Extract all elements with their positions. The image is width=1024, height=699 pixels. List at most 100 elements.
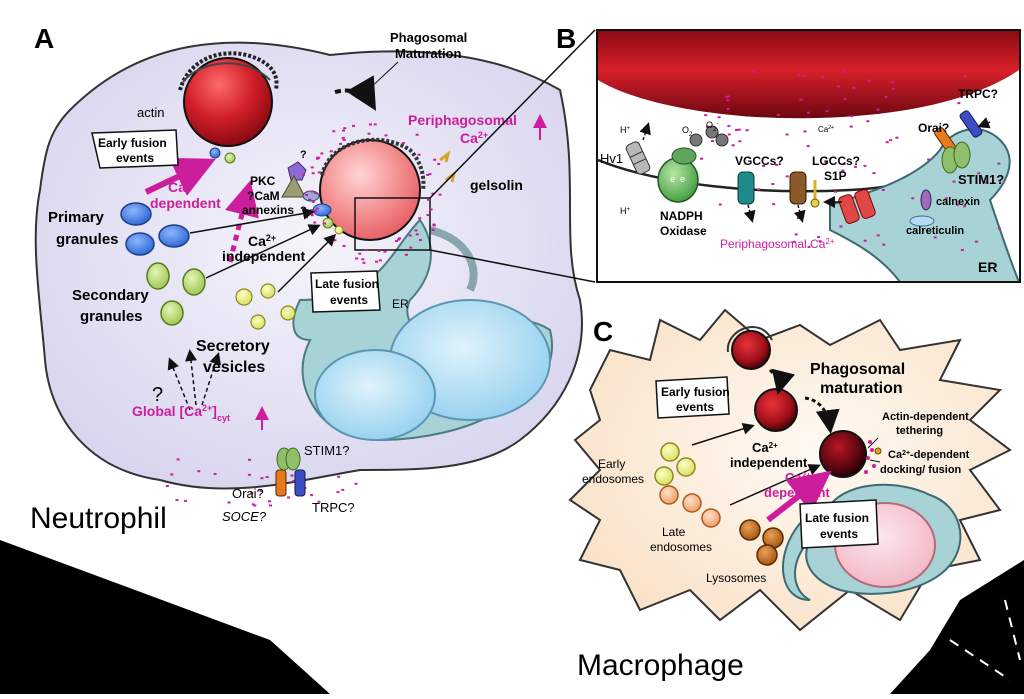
calcium-dot [339,142,343,145]
label-orai-b: Orai? [918,121,949,135]
calcium-dot [401,141,405,144]
calcium-dot [785,133,789,136]
calcium-dot [836,85,840,88]
calcium-dot [727,124,731,127]
calcium-dot [872,172,876,175]
calcium-dot [963,75,967,78]
calcium-dot [176,458,180,461]
label-calnexin: calnexin [936,196,980,208]
calcium-dot [738,140,742,143]
calcium-dot [977,172,981,175]
calcium-dot [824,161,828,164]
calcium-dot [342,244,346,247]
calcium-dot [952,180,956,183]
calcium-dot [213,472,217,475]
calcium-dot [725,95,729,98]
arrow-phago-maturation [334,75,377,111]
calcium-dot [841,169,845,172]
phagosome-late [319,139,421,241]
label-pkc: PKC [250,174,276,188]
label-nadph-2: Oxidase [660,224,707,238]
late-fusion-box [310,270,381,313]
calcium-dot [314,209,318,212]
calcium-dot [378,259,382,262]
calcium-dot [757,188,761,191]
label-periphagosomal-b: Periphagosomal Ca2+ [720,237,835,252]
label-docking-2: docking/ fusion [880,464,962,476]
calcium-dot [341,488,345,491]
calcium-dot [718,203,722,206]
label-phago-maturation-1: Phagosomal [390,30,467,45]
calcium-dot [731,144,735,147]
phagosome-early [183,57,273,147]
calcium-dot [776,113,780,116]
calcium-dot [817,236,821,239]
calcium-dot [956,203,960,206]
calcium-dot [437,162,441,165]
label-nadph-1: NADPH [660,209,703,223]
calcium-dot [165,485,169,488]
calcium-dot [927,158,931,161]
calcium-dot [785,175,789,178]
calcium-dot [998,179,1002,182]
calcium-dot [892,87,896,90]
calcium-dot [825,110,829,113]
calcium-dot [408,234,412,237]
arrows-global-ca [167,349,221,411]
calcium-dot [985,181,989,184]
black-backdrop-stripes [949,599,1021,681]
label-early-fusion-c-2: events [676,400,714,414]
phagosome-c-late [819,430,867,478]
calcium-dot [431,192,435,195]
arrow-b-orai [977,117,991,129]
phagosome-lumen-b [598,31,1019,119]
label-secretory-1: Secretory [196,338,270,355]
calcium-dot [265,476,269,479]
arrow-b-hv1 [639,122,651,141]
calcium-dot [818,240,822,243]
calcium-dot [367,132,371,135]
calcium-dot [418,217,422,220]
calcium-dot [383,250,387,253]
calcium-dot [414,229,418,232]
label-phago-maturation-c-1: Phagosomal [810,361,905,378]
calnexin-icon [920,189,932,211]
calcium-dot [867,79,871,82]
label-hplus-1: H+ [620,125,631,135]
calcium-dot [842,70,846,73]
calcium-dot [426,214,430,217]
label-late-fusion-2: events [330,293,368,307]
calcium-dot [290,474,294,477]
lysosomes [739,519,784,566]
calcium-dot [843,98,847,101]
label-macrophage: Macrophage [577,649,744,682]
calcium-dot [895,136,899,139]
label-stim1-b: STIM1? [958,172,1004,187]
calcium-dot [417,153,421,156]
calcium-dot [336,491,340,494]
phagocytic-cup-c [726,326,773,353]
calcium-dot [341,129,345,132]
calcium-dot [944,197,948,200]
calcium-dot [361,258,365,261]
calcium-dot [398,237,402,240]
hv1-channel [625,141,651,175]
calcium-dot [337,475,341,478]
calcium-dot [726,95,730,98]
arrow-ca-dependent-dashed [224,180,259,263]
calcium-dot [395,239,399,242]
calcium-dot [310,214,314,217]
calcium-dot [260,477,264,480]
label-soce: SOCE? [222,509,267,524]
label-q-pkc: ? [300,149,307,161]
orai-channel-b [934,110,983,174]
calcium-dot [962,205,966,208]
arrow-primary-to-phago [189,207,315,234]
calcium-dot [175,499,179,502]
calcium-dot [433,158,437,161]
calcium-dot [310,494,314,497]
early-fusion-box-c [655,376,730,419]
calcium-dot [341,137,345,140]
calcium-dot [368,123,372,126]
